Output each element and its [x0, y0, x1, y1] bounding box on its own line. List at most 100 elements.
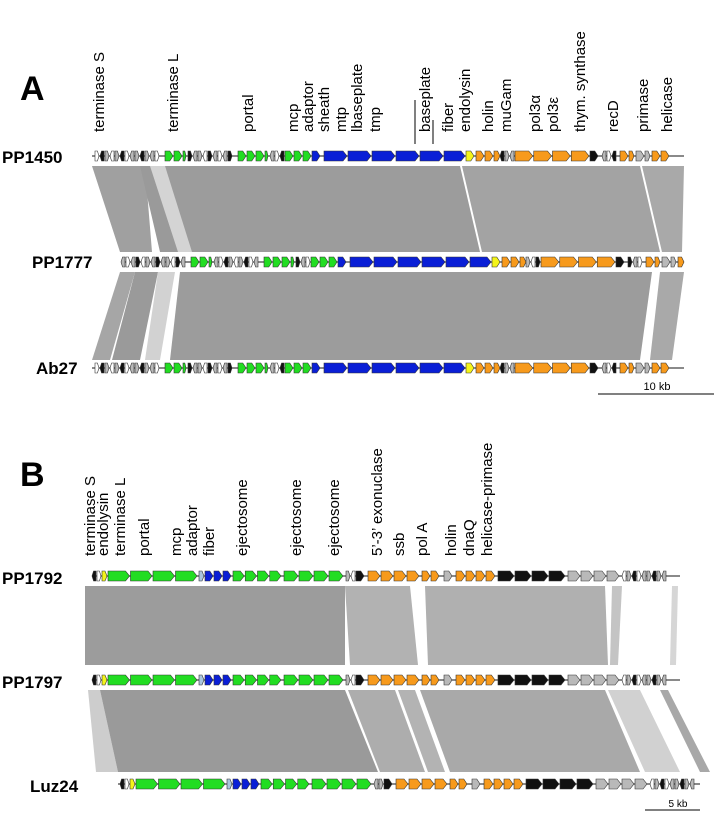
gene-arrow — [475, 362, 485, 374]
gene-arrow — [596, 256, 616, 268]
homology-band — [85, 586, 345, 665]
gene-arrow — [530, 256, 536, 268]
gene-arrow — [250, 778, 260, 790]
gene-arrow — [197, 362, 203, 374]
gene-arrow — [140, 256, 146, 268]
gene-arrow — [645, 256, 655, 268]
gene-arrow — [202, 150, 208, 162]
gene-arrow — [350, 674, 356, 686]
gene-arrow — [139, 362, 145, 374]
gene-arrow — [96, 570, 102, 582]
gene-arrow — [295, 256, 301, 268]
gene-arrow — [345, 570, 351, 582]
gene-arrow — [406, 674, 420, 686]
gene-arrow — [383, 778, 393, 790]
gene-arrow — [175, 674, 198, 686]
gene-arrow — [580, 570, 594, 582]
gene-arrow — [217, 150, 223, 162]
gene-arrow — [232, 570, 245, 582]
gene-arrow — [134, 150, 140, 162]
gene-label-b: 5’-3’ exonuclase — [369, 448, 386, 556]
gene-arrow — [355, 674, 365, 686]
gene-arrow — [232, 778, 242, 790]
genome-name: PP1797 — [2, 673, 63, 692]
gene-arrow — [311, 778, 327, 790]
gene-arrow — [542, 778, 560, 790]
gene-arrow — [514, 362, 534, 374]
gene-arrow — [149, 362, 155, 374]
gene-arrow — [608, 778, 622, 790]
genome-tracks — [91, 150, 700, 790]
homology-band — [112, 272, 158, 360]
genome-track-pp1797 — [91, 674, 680, 686]
gene-arrow — [101, 674, 108, 686]
gene-arrow — [222, 674, 232, 686]
gene-arrow — [204, 570, 214, 582]
gene-arrow — [125, 256, 131, 268]
gene-arrow — [419, 362, 444, 374]
gene-arrow — [311, 150, 321, 162]
gene-label-a: primase — [635, 79, 652, 132]
gene-arrow — [533, 362, 552, 374]
panel-b-homology-bands — [85, 586, 710, 772]
gene-arrow — [395, 150, 420, 162]
gene-arrow — [180, 256, 186, 268]
gene-arrow — [664, 778, 670, 790]
gene-arrow — [293, 362, 303, 374]
gene-arrow — [649, 778, 655, 790]
gene-arrow — [243, 256, 249, 268]
gene-arrow — [636, 674, 642, 686]
gene-label-b: fiber — [201, 527, 218, 556]
gene-arrow — [253, 256, 259, 268]
gene-label-a: thym. synthase — [572, 31, 589, 132]
gene-arrow — [274, 362, 280, 374]
homology-band — [670, 586, 678, 665]
gene-arrow — [226, 778, 233, 790]
genome-name: PP1450 — [2, 148, 63, 167]
gene-arrow — [173, 362, 183, 374]
figure-labels: ABPP1450PP1777Ab27PP1792PP1797Luz24termi… — [2, 31, 714, 811]
gene-arrow — [559, 778, 577, 790]
gene-arrow — [621, 778, 635, 790]
gene-arrow — [632, 256, 638, 268]
gene-arrow — [323, 362, 348, 374]
gene-arrow — [627, 256, 633, 268]
homology-band — [398, 690, 445, 772]
gene-arrow — [674, 778, 680, 790]
homology-band — [88, 690, 118, 772]
gene-arrow — [485, 674, 496, 686]
gene-arrow — [302, 150, 312, 162]
gene-arrow — [606, 362, 612, 374]
gene-arrow — [589, 362, 599, 374]
gene-arrow — [164, 362, 174, 374]
gene-arrow — [305, 256, 311, 268]
gene-arrow — [208, 256, 213, 268]
gene-label-a: terminase L — [165, 54, 182, 132]
homology-band — [425, 586, 608, 665]
gene-arrow — [485, 570, 496, 582]
gene-arrow — [154, 362, 160, 374]
gene-arrow — [421, 256, 446, 268]
gene-arrow — [475, 674, 486, 686]
gene-arrow — [274, 150, 280, 162]
gene-arrow — [244, 674, 257, 686]
gene-arrow — [646, 674, 652, 686]
gene-arrow — [430, 570, 440, 582]
genome-name: PP1792 — [2, 569, 63, 588]
homology-band — [100, 690, 378, 772]
gene-arrow — [119, 150, 125, 162]
gene-arrow — [626, 570, 632, 582]
gene-label-a: endolysin — [457, 69, 474, 132]
gene-arrow — [406, 570, 420, 582]
gene-arrow — [192, 362, 198, 374]
gene-arrow — [637, 256, 643, 268]
gene-arrow — [124, 362, 130, 374]
gene-label-a: lbaseplate — [349, 64, 366, 132]
homology-band — [462, 166, 660, 252]
gene-arrow — [471, 778, 481, 790]
gene-arrow — [227, 362, 233, 374]
gene-arrow — [298, 570, 314, 582]
homology-band — [92, 166, 152, 252]
gene-arrow — [644, 362, 651, 374]
